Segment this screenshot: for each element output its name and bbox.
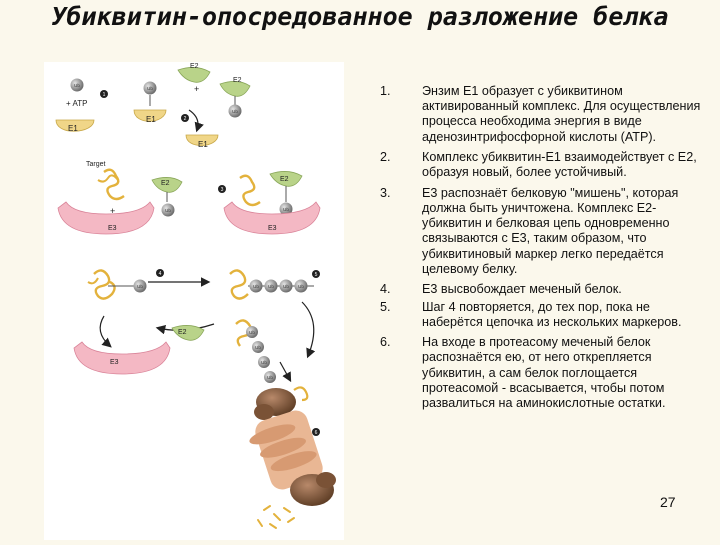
svg-text:Ub: Ub [261,360,267,365]
ubiquitin-ball: Ub [161,203,175,217]
e2-enzyme: E2 [269,171,303,202]
svg-text:Ub: Ub [283,207,289,212]
plus-sign: + [110,206,115,216]
svg-text:Ub: Ub [255,345,261,350]
svg-text:3: 3 [221,187,224,193]
step-mark-1: 1 [100,90,108,98]
svg-text:Ub: Ub [249,330,255,335]
ubiquitin-ball: Ub [264,279,278,293]
e1-enzyme: E1 [133,109,167,124]
step-mark-6: 6 [312,428,320,436]
svg-text:E1: E1 [198,140,208,149]
step-item: 4. Е3 высвобождает меченый белок. [372,282,712,297]
ubiquitin-ball: Ub [294,279,308,293]
ubiquitination-figure: Ub 1 + ATP E1 E2 Ub + E2 Ub E1 2 E1 Targ… [44,62,344,540]
ubiquitin-ball: Ub [252,341,264,353]
step-text: Шаг 4 повторяется, до тех пор, пока не н… [422,299,682,329]
ubiquitin-ball: Ub [70,78,84,92]
svg-text:4: 4 [159,271,162,277]
svg-text:Ub: Ub [283,284,289,289]
plus-sign: + [194,84,199,94]
target-protein [97,168,125,201]
svg-text:E2: E2 [233,77,242,84]
proteasome [249,388,336,506]
svg-text:5: 5 [315,272,318,278]
e1-enzyme: E1 [185,134,219,149]
slide-title: Убиквитин-опосредованное разложение белк… [51,2,669,31]
e1-enzyme: E1 [55,119,95,133]
step-text: Е3 высвобождает меченый белок. [422,282,622,297]
step-number: 5. [380,299,391,314]
e3-enzyme: E3 [223,201,321,235]
svg-text:Ub: Ub [74,83,80,88]
svg-text:E3: E3 [268,225,277,232]
svg-text:E2: E2 [280,176,289,183]
svg-text:Ub: Ub [253,284,259,289]
svg-text:E2: E2 [161,180,170,187]
ubiquitin-ball: Ub [249,279,263,293]
ubiquitin-ball: Ub [246,326,258,338]
step-text: Е3 распознаёт белковую "мишень", которая… [422,185,679,276]
svg-text:E3: E3 [108,225,117,232]
step-text: Энзим Е1 образует с убиквитином активиро… [422,84,701,144]
svg-text:E1: E1 [68,124,78,133]
e2-enzyme: E2 [151,177,183,202]
step-item: 1. Энзим Е1 образует с убиквитином активи… [372,84,712,145]
step-item: 6. На входе в протеасому меченый белок ра… [372,335,712,411]
step-number: 2. [380,150,391,165]
e2-enzyme: E2 [219,77,251,105]
svg-text:Ub: Ub [298,284,304,289]
step-number: 3. [380,185,391,200]
e2-enzyme: E2 [171,325,205,341]
svg-text:E2: E2 [190,63,199,70]
atp-label: + ATP [66,99,87,108]
svg-text:Ub: Ub [268,284,274,289]
ubiquitin-ball: Ub [258,356,270,368]
step-mark-3: 3 [218,185,226,193]
svg-text:Ub: Ub [147,86,153,91]
step-number: 4. [380,282,391,297]
target-label: Target [86,161,106,168]
e3-enzyme: E3 [73,341,171,375]
svg-text:1: 1 [103,92,106,98]
amino-acid-fragments [257,505,295,529]
step-item: 2. Комплекс убиквитин-Е1 взаимодействует … [372,150,712,180]
labeled-protein [293,386,309,402]
step-item: 5. Шаг 4 повторяется, до тех пор, пока не… [372,300,712,330]
svg-text:6: 6 [315,430,318,436]
ubiquitin-ball: Ub [133,279,147,293]
svg-text:Ub: Ub [267,375,273,380]
svg-text:Ub: Ub [232,109,238,114]
svg-text:E2: E2 [178,329,187,336]
ubiquitin-ball: Ub [264,371,276,383]
steps-list: 1. Энзим Е1 образует с убиквитином активи… [372,84,712,417]
svg-text:2: 2 [184,116,187,122]
step-number: 1. [380,84,391,98]
e3-enzyme: E3 [57,201,155,235]
e2-enzyme: E2 [177,63,211,83]
ubiquitin-chain: Ub Ub Ub Ub [246,326,276,383]
step-number: 6. [380,335,391,350]
step-mark-5: 5 [312,270,320,278]
ubiquitin-ball: Ub [279,202,293,216]
page-number: 27 [660,494,676,510]
svg-text:E3: E3 [110,359,119,366]
step-item: 3. Е3 распознаёт белковую "мишень", котор… [372,186,712,277]
ubiquitin-chain: Ub Ub Ub Ub [249,279,308,293]
step-mark-4: 4 [156,269,164,277]
labeled-protein [87,269,134,300]
target-protein [239,174,261,207]
step-text: На входе в протеасому меченый белок расп… [422,335,666,411]
step-text: Комплекс убиквитин-Е1 взаимодействует с … [422,150,697,180]
step-mark-2: 2 [181,114,189,122]
ubiquitin-ball: Ub [228,104,242,118]
svg-text:Ub: Ub [137,284,143,289]
svg-text:Ub: Ub [165,208,171,213]
ubiquitin-ball: Ub [279,279,293,293]
ubiquitin-ball: Ub [143,81,157,95]
svg-text:E1: E1 [146,115,156,124]
